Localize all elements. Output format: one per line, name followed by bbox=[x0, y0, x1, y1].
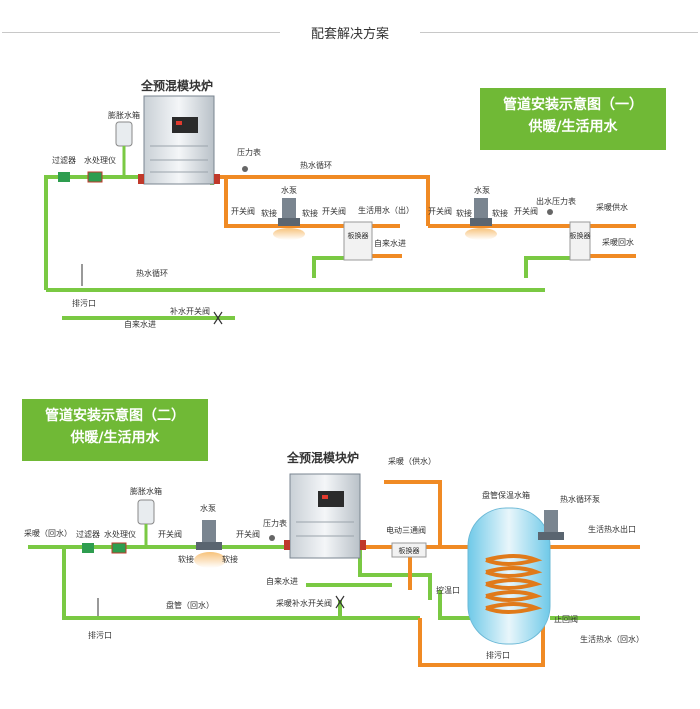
section-title: 配套解决方案 bbox=[304, 27, 395, 42]
d1-label-soft-joint-a2: 软接 bbox=[302, 208, 318, 218]
diagram2-title: 管道安装示意图（二） bbox=[45, 408, 185, 424]
d1-label-makeup-valve: 补水开关阀 bbox=[170, 306, 210, 316]
d2-label-electric-3way: 电动三通阀 bbox=[386, 525, 426, 535]
d2-filter bbox=[82, 543, 94, 553]
d1-plate-hx-a bbox=[343, 221, 373, 261]
d1-outlet-pressure-gauge bbox=[547, 209, 553, 215]
d2-boiler-label: 全预混模块炉 bbox=[286, 450, 359, 465]
d1-filter bbox=[58, 172, 70, 182]
d1-pump-a bbox=[273, 198, 305, 240]
d2-cold-pipes bbox=[28, 545, 640, 620]
d1-boiler-display bbox=[172, 117, 198, 133]
d1-label-drain: 排污口 bbox=[72, 298, 96, 308]
d2-label-drain: 排污口 bbox=[88, 630, 112, 640]
d2-label-switch-valve-1: 开关阀 bbox=[158, 529, 182, 539]
d2-label-check-valve: 止回阀 bbox=[554, 614, 578, 624]
d2-label-coil-return: 盘管（回水） bbox=[166, 600, 214, 610]
d1-label-water-treatment: 水处理仪 bbox=[84, 155, 116, 165]
d2-plate-hx bbox=[391, 542, 427, 558]
d2-label-soft-joint-2: 软接 bbox=[222, 554, 238, 564]
d2-pressure-gauge bbox=[269, 535, 275, 541]
d1-label-switch-valve-b1: 开关阀 bbox=[428, 206, 452, 216]
d1-label-switch-valve-a2: 开关阀 bbox=[322, 206, 346, 216]
diagram1-title-badge: 管道安装示意图（一） 供暖/生活用水 bbox=[480, 88, 666, 150]
d2-label-hot-pump: 热水循环泵 bbox=[560, 494, 600, 504]
d1-label-soft-joint-b2: 软接 bbox=[492, 208, 508, 218]
d1-label-pressure-gauge: 压力表 bbox=[237, 147, 261, 157]
d2-label-water-treatment: 水处理仪 bbox=[104, 529, 136, 539]
diagram2-title-badge: 管道安装示意图（二） 供暖/生活用水 bbox=[22, 399, 208, 461]
d2-boiler bbox=[284, 473, 366, 559]
d1-label-switch-valve-a1: 开关阀 bbox=[231, 206, 255, 216]
d1-boiler-label: 全预混模块炉 bbox=[140, 78, 213, 93]
section-header: 配套解决方案 bbox=[0, 18, 700, 46]
d1-label-plate-hx-b: 板换器 bbox=[570, 231, 591, 240]
d1-label-switch-valve-b2: 开关阀 bbox=[514, 206, 538, 216]
d2-boiler-display bbox=[318, 491, 344, 507]
diagram2: 全预混模块炉 膨胀水箱 水泵 采暖（回水） 过滤器 水处理仪 开关阀 软接 软接… bbox=[24, 450, 644, 667]
d1-label-domestic-out: 生活用水（出） bbox=[358, 205, 414, 215]
d1-pressure-gauge bbox=[242, 166, 248, 172]
d1-label-hot-water-circ-2: 热水循环 bbox=[136, 268, 168, 278]
d2-label-domestic-return: 生活热水（回水） bbox=[580, 634, 644, 644]
d1-label-soft-joint-a1: 软接 bbox=[261, 208, 277, 218]
d1-water-treatment bbox=[87, 171, 103, 183]
d1-expansion-tank bbox=[115, 121, 133, 177]
d2-label-pressure-gauge: 压力表 bbox=[263, 518, 287, 528]
d2-label-switch-valve-2: 开关阀 bbox=[236, 529, 260, 539]
d2-expansion-tank bbox=[137, 499, 155, 547]
d1-label-plate-hx-a: 板换器 bbox=[348, 231, 369, 240]
d1-label-hot-water-circ: 热水循环 bbox=[300, 160, 332, 170]
d2-water-treatment bbox=[111, 542, 127, 554]
d2-label-temp-outlet: 控温口 bbox=[436, 585, 460, 595]
d2-label-heating-return: 采暖（回水） bbox=[24, 528, 72, 538]
d2-label-tap-in: 自来水进 bbox=[266, 576, 298, 586]
d2-coil-tank bbox=[467, 507, 551, 645]
d1-label-pump-b: 水泵 bbox=[474, 185, 490, 195]
d1-label-heating-supply: 采暖供水 bbox=[596, 202, 628, 212]
diagram1-subtitle: 供暖/生活用水 bbox=[528, 119, 618, 135]
d1-plate-hx-b bbox=[569, 221, 591, 261]
d1-label-soft-joint-b1: 软接 bbox=[456, 208, 472, 218]
d2-label-coil-tank: 盘管保温水箱 bbox=[482, 490, 530, 500]
d1-hot-pipes bbox=[212, 175, 636, 258]
d1-label-heating-return: 采暖回水 bbox=[602, 237, 634, 247]
d1-label-tap-in-a: 自来水进 bbox=[374, 238, 406, 248]
d1-label-outlet-pressure: 出水压力表 bbox=[536, 196, 576, 206]
d2-label-filter: 过滤器 bbox=[76, 529, 100, 539]
d2-label-soft-joint-1: 软接 bbox=[178, 554, 194, 564]
d2-heating-coil bbox=[485, 554, 543, 614]
header-divider-right bbox=[420, 32, 698, 33]
d2-pump bbox=[194, 520, 226, 568]
d1-makeup-valve bbox=[213, 311, 223, 325]
d1-cold-pipes bbox=[44, 175, 570, 320]
d1-label-tap-in: 自来水进 bbox=[124, 319, 156, 329]
d2-label-plate-hx: 板换器 bbox=[399, 546, 420, 555]
diagram2-subtitle: 供暖/生活用水 bbox=[70, 430, 160, 446]
d1-label-expansion-tank: 膨胀水箱 bbox=[108, 110, 140, 120]
d1-boiler bbox=[138, 95, 220, 185]
d1-label-filter: 过滤器 bbox=[52, 155, 76, 165]
header-divider-left bbox=[2, 32, 280, 33]
diagram1: 全预混模块炉 膨胀水箱 过滤器 水处理仪 压力表 热水循环 水泵 开关阀 软接 … bbox=[44, 78, 636, 329]
d1-label-pump-a: 水泵 bbox=[281, 185, 297, 195]
d2-makeup-valve bbox=[335, 595, 345, 609]
d2-label-heating-supply: 采暖（供水） bbox=[388, 456, 436, 466]
d2-label-tank-drain: 排污口 bbox=[486, 650, 510, 660]
d1-pump-b bbox=[465, 198, 497, 240]
d2-label-expansion-tank: 膨胀水箱 bbox=[130, 486, 162, 496]
d2-label-domestic-out: 生活热水出口 bbox=[588, 524, 636, 534]
d2-label-pump: 水泵 bbox=[200, 503, 216, 513]
d2-hot-pump bbox=[538, 510, 564, 540]
d2-label-heating-makeup: 采暖补水开关阀 bbox=[276, 598, 332, 608]
diagram1-title: 管道安装示意图（一） bbox=[503, 97, 643, 113]
